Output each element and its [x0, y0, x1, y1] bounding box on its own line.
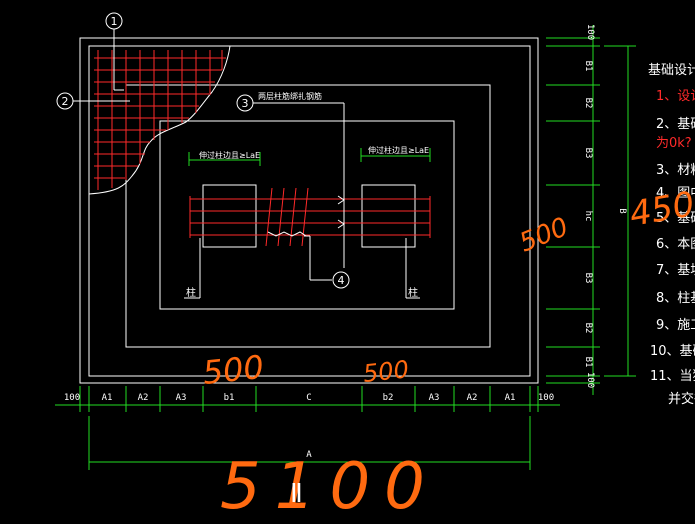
note-item: 1、设计	[656, 89, 695, 104]
top-rebar	[189, 187, 431, 247]
dim-right-100-top: 100	[585, 24, 595, 40]
handwritten-annotations: 500 500 500 450 5100 Ⅱ	[201, 184, 695, 524]
note-item: 4、图中	[656, 186, 695, 201]
dim-right-b3-bottom: B3	[583, 273, 593, 284]
dim-right-b1-top: B1	[583, 61, 593, 72]
note-item: 6、本图	[656, 237, 695, 252]
callout-circle-3	[236, 94, 254, 112]
foundation-outline	[79, 37, 539, 384]
outer-boundary	[79, 37, 539, 384]
note-item: 10、基础	[650, 344, 695, 359]
anchor-markers	[188, 148, 431, 166]
callout-3-text: 两层柱筋绑扎钢筋	[258, 91, 322, 101]
note-item: 5、基础	[656, 211, 695, 226]
dim-right-b3-top: B3	[583, 148, 593, 159]
design-notes: 基础设计说 1、设计 2、基础 为0k? 3、材料 4、图中 5、基础 6、本图…	[648, 63, 695, 407]
dim-bottom-a1-right: A1	[505, 393, 516, 403]
callout-1: 1	[111, 15, 118, 28]
dim-bottom-b2: b2	[383, 393, 394, 403]
step-1-outline	[88, 45, 531, 377]
callout-circle-2	[56, 92, 74, 110]
column-left-box	[202, 184, 257, 248]
column-leaders	[184, 238, 420, 299]
handwriting-500-right: 500	[515, 212, 572, 258]
dim-bottom-c: C	[306, 393, 311, 403]
dim-right-hc: hc	[583, 211, 593, 222]
dim-right-b1-bottom: B1	[583, 357, 593, 368]
anchor-label-right: 伸过柱边且≥LaE	[368, 145, 429, 155]
note-item: 3、材料	[656, 163, 695, 178]
dim-bottom-100-left: 100	[64, 393, 80, 403]
note-item: 并交待	[668, 391, 695, 407]
step-2-outline	[125, 84, 491, 348]
bottom-dimension-labels: 100 A1 A2 A3 b1 C b2 A3 A2 A1 100 A	[64, 393, 554, 460]
handwriting-5100: 5100	[220, 450, 439, 524]
note-item: 8、柱基	[656, 291, 695, 306]
dim-bottom-b1: b1	[224, 393, 235, 403]
callout-circles	[56, 12, 350, 289]
handwriting-500-mid: 500	[362, 355, 410, 388]
dim-bottom-100-right: 100	[538, 393, 554, 403]
column-label-right: 柱	[408, 286, 418, 299]
dim-bottom-a1-left: A1	[102, 393, 113, 403]
anchor-label-left: 伸过柱边且≥LaE	[199, 150, 260, 160]
notes-title: 基础设计说	[648, 63, 695, 78]
column-label-left: 柱	[186, 286, 196, 299]
dim-bottom-a3-right: A3	[429, 393, 440, 403]
dim-bottom-a2-right: A2	[467, 393, 478, 403]
handwriting-450: 450	[627, 184, 695, 235]
dim-bottom-total: A	[306, 450, 312, 460]
dim-right-b2-top: B2	[583, 98, 593, 109]
dim-bottom-a2-left: A2	[138, 393, 149, 403]
note-item: 7、基坑	[656, 263, 695, 278]
dim-bottom-a3-left: A3	[176, 393, 187, 403]
note-item: 11、当独	[650, 369, 695, 384]
step-3-outline	[159, 120, 455, 310]
note-item: 9、施工	[656, 318, 695, 333]
handwriting-500-left: 500	[201, 348, 266, 392]
handwriting-roman-two: Ⅱ	[290, 479, 303, 509]
bottom-dimension-lines	[55, 386, 560, 470]
right-dimension-lines	[546, 25, 636, 395]
callout-circle-4	[332, 271, 350, 289]
note-item: 为0k?	[656, 136, 692, 151]
callout-circle-1	[105, 12, 123, 30]
dim-right-100-bottom: 100	[585, 372, 595, 388]
column-right-box	[361, 184, 416, 248]
callout-leaders	[73, 29, 345, 281]
callout-2: 2	[62, 95, 69, 108]
dim-right-b2-bottom: B2	[583, 323, 593, 334]
callout-3: 3	[242, 97, 249, 110]
right-dimension-labels: 100 B1 B2 B3 hc B3 B2 B1 100 B	[583, 24, 627, 388]
note-item: 2、基础	[656, 117, 695, 132]
callout-4: 4	[338, 274, 345, 287]
cutaway-break-line	[88, 45, 231, 195]
dim-right-total: B	[617, 208, 627, 213]
